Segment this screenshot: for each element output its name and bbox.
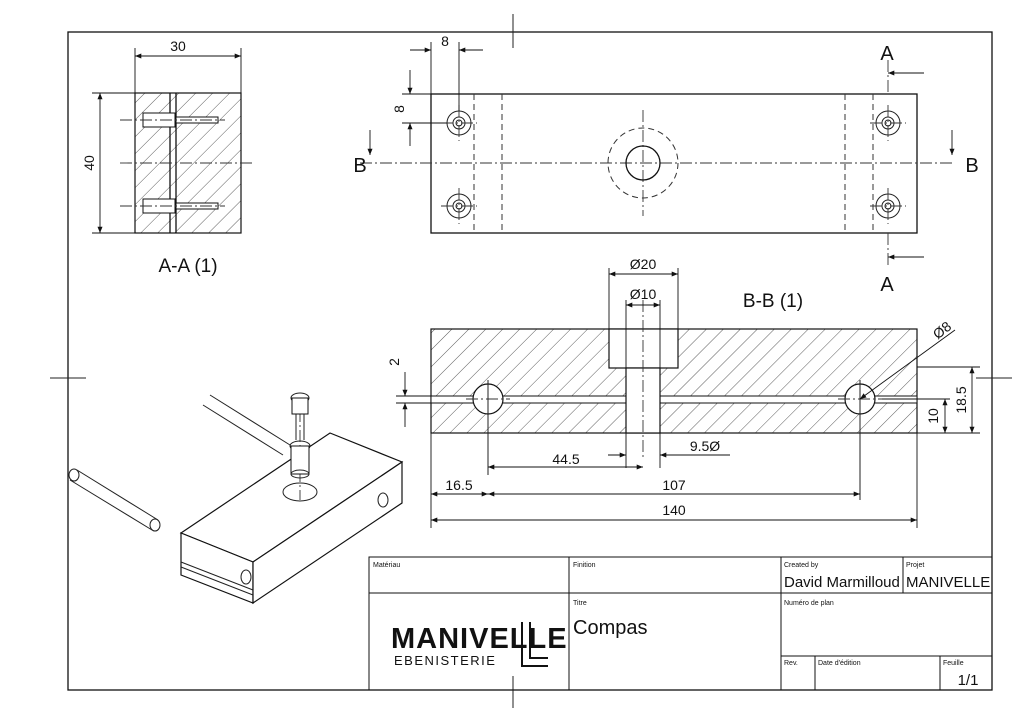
numero-label: Numéro de plan (784, 600, 834, 607)
dim-107: 107 (662, 477, 686, 493)
dim-hole-dia: Ø8 (930, 318, 955, 342)
dim-aa-height: 40 (81, 155, 97, 171)
date-label: Date d'édition (818, 660, 861, 667)
logo-sub-text: EBENISTERIE (394, 653, 496, 668)
finition-label: Finition (573, 562, 596, 569)
company-logo: MANIVELLE EBENISTERIE (391, 622, 568, 668)
dim-bore-outer: Ø20 (630, 256, 657, 272)
section-marker-b-right: B (965, 155, 978, 177)
section-bb-view (396, 268, 980, 528)
logo-main-text: MANIVELLE (391, 623, 568, 655)
isometric-assembly (68, 392, 404, 605)
dim-bore-inner: Ø10 (630, 286, 657, 302)
dim-top-offset-x: 8 (441, 33, 449, 49)
materiau-label: Matériau (373, 562, 400, 569)
titre-value: Compas (573, 617, 647, 639)
created-by-label: Created by (784, 562, 819, 569)
dim-16-5: 16.5 (445, 477, 472, 493)
rev-label: Rev. (784, 660, 798, 667)
feuille-value: 1/1 (958, 672, 979, 689)
feuille-label: Feuille (943, 660, 964, 667)
title-block (368, 556, 993, 691)
registration-marks (50, 14, 1012, 708)
section-aa-label: A-A (1) (158, 256, 217, 277)
section-marker-a-top: A (880, 43, 894, 65)
dim-top-offset-y: 8 (391, 105, 407, 113)
projet-label: Projet (906, 562, 924, 569)
section-marker-b-left: B (353, 155, 366, 177)
dim-44-5: 44.5 (552, 451, 579, 467)
dim-9-5: 9.5Ø (690, 438, 720, 454)
section-bb-label: B-B (1) (743, 291, 803, 312)
dim-h-10: 10 (925, 408, 941, 424)
created-by-value: David Marmilloud (784, 574, 900, 591)
dim-aa-width: 30 (170, 38, 186, 54)
titre-label: Titre (573, 600, 587, 607)
top-view (360, 42, 955, 268)
dim-slot: 2 (386, 358, 402, 366)
projet-value: MANIVELLE (906, 574, 990, 591)
section-marker-a-bottom: A (880, 274, 894, 296)
dim-140: 140 (662, 502, 686, 518)
dim-h-18-5: 18.5 (953, 386, 969, 413)
section-aa-view (92, 48, 255, 234)
